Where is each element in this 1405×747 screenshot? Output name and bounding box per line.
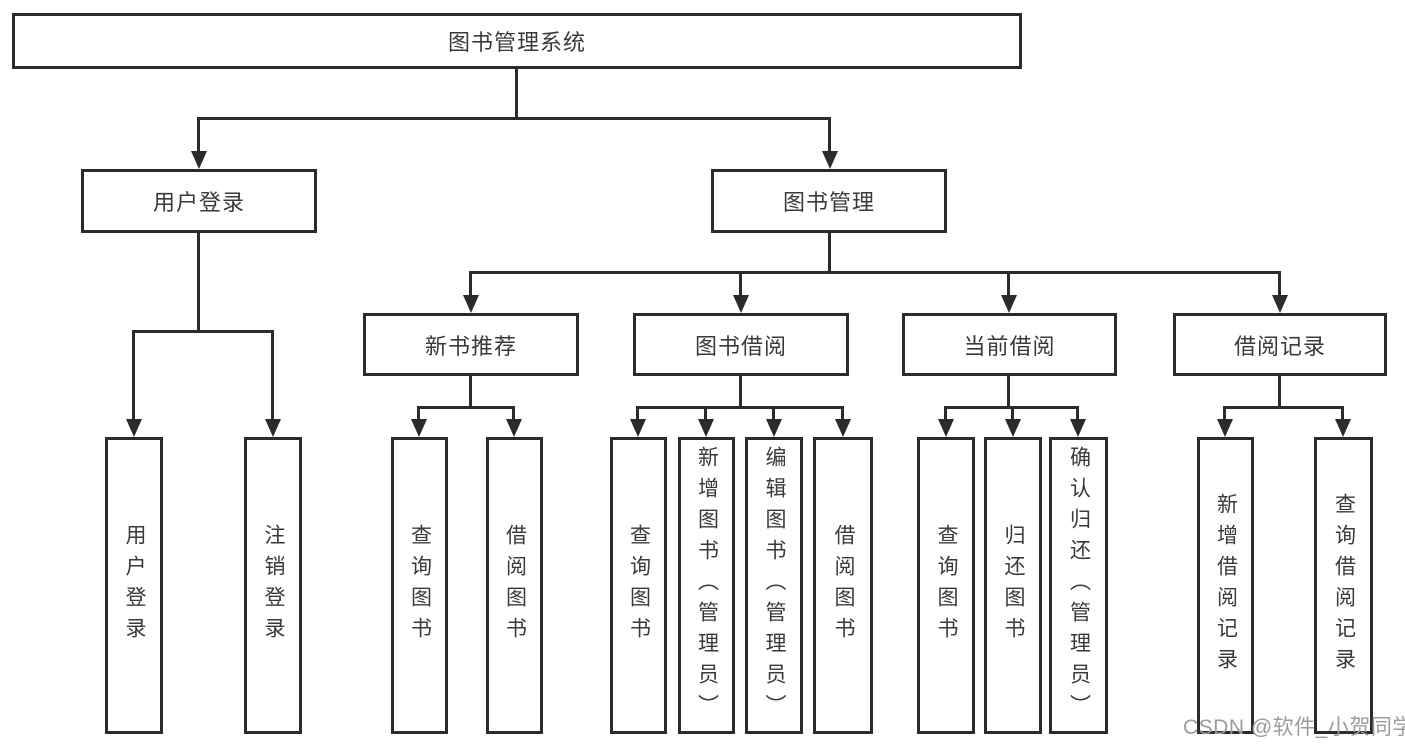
node-book-management: 图书管理 <box>711 169 947 233</box>
connector-line <box>1007 271 1010 297</box>
connector-line <box>739 271 742 297</box>
leaf-confirm-return-admin: 确认归还（管理员） <box>1049 437 1108 734</box>
connector-line <box>1278 376 1281 409</box>
connector-line <box>469 271 1281 274</box>
connector-line <box>739 376 742 409</box>
arrow-down-icon <box>1005 419 1021 437</box>
arrow-down-icon <box>766 419 782 437</box>
connector-line <box>197 117 200 153</box>
node-book-borrowing: 图书借阅 <box>633 313 849 376</box>
connector-line <box>841 406 844 421</box>
arrow-down-icon <box>733 295 749 313</box>
leaf-query-books-1: 查询图书 <box>391 437 448 734</box>
leaf-borrow-books-1: 借阅图书 <box>486 437 543 734</box>
arrow-down-icon <box>1217 419 1233 437</box>
connector-line <box>1223 406 1226 421</box>
connector-line <box>1223 406 1344 409</box>
connector-line <box>469 271 472 297</box>
leaf-return-books: 归还图书 <box>984 437 1042 734</box>
node-user-login: 用户登录 <box>81 169 317 233</box>
connector-line <box>132 330 274 333</box>
leaf-borrow-books-2: 借阅图书 <box>813 437 873 734</box>
connector-line <box>1076 406 1079 421</box>
arrow-down-icon <box>1001 295 1017 313</box>
connector-line <box>1011 406 1014 421</box>
arrow-down-icon <box>411 419 427 437</box>
arrow-down-icon <box>1070 419 1086 437</box>
connector-line <box>197 117 831 120</box>
connector-line <box>828 117 831 153</box>
connector-line <box>1341 406 1344 421</box>
connector-line <box>417 406 420 421</box>
arrow-down-icon <box>463 295 479 313</box>
connector-line <box>512 406 515 421</box>
connector-line <box>417 406 515 409</box>
connector-line <box>636 406 844 409</box>
leaf-add-books-admin: 新增图书（管理员） <box>678 437 735 734</box>
arrow-down-icon <box>698 419 714 437</box>
leaf-user-login: 用户登录 <box>105 437 163 734</box>
arrow-down-icon <box>630 419 646 437</box>
node-current-borrowing: 当前借阅 <box>902 313 1117 376</box>
leaf-query-books-2: 查询图书 <box>610 437 667 734</box>
arrow-down-icon <box>822 151 838 169</box>
connector-line <box>944 406 947 421</box>
arrow-down-icon <box>1272 295 1288 313</box>
node-borrowing-records: 借阅记录 <box>1173 313 1387 376</box>
leaf-add-borrow-record: 新增借阅记录 <box>1197 437 1254 734</box>
connector-line <box>197 233 200 332</box>
connector-line <box>828 233 831 274</box>
arrow-down-icon <box>835 419 851 437</box>
connector-line <box>1007 376 1010 409</box>
connector-line <box>636 406 639 421</box>
connector-line <box>132 330 135 419</box>
connector-line <box>772 406 775 421</box>
arrow-down-icon <box>506 419 522 437</box>
connector-line <box>469 376 472 409</box>
arrow-down-icon <box>191 151 207 169</box>
connector-line <box>515 69 518 119</box>
leaf-logout: 注销登录 <box>244 437 302 734</box>
connector-line <box>704 406 707 421</box>
connector-line <box>271 330 274 419</box>
arrow-down-icon <box>265 419 281 437</box>
arrow-down-icon <box>938 419 954 437</box>
arrow-down-icon <box>1335 419 1351 437</box>
connector-line <box>1278 271 1281 297</box>
leaf-query-borrow-record: 查询借阅记录 <box>1314 437 1373 734</box>
node-root-library-management-system: 图书管理系统 <box>12 13 1022 69</box>
leaf-edit-books-admin: 编辑图书（管理员） <box>745 437 803 734</box>
csdn-watermark: CSDN @软件_小贺同学 <box>1183 716 1405 739</box>
leaf-query-books-3: 查询图书 <box>917 437 975 734</box>
node-new-book-recommendation: 新书推荐 <box>363 313 579 376</box>
arrow-down-icon <box>126 419 142 437</box>
